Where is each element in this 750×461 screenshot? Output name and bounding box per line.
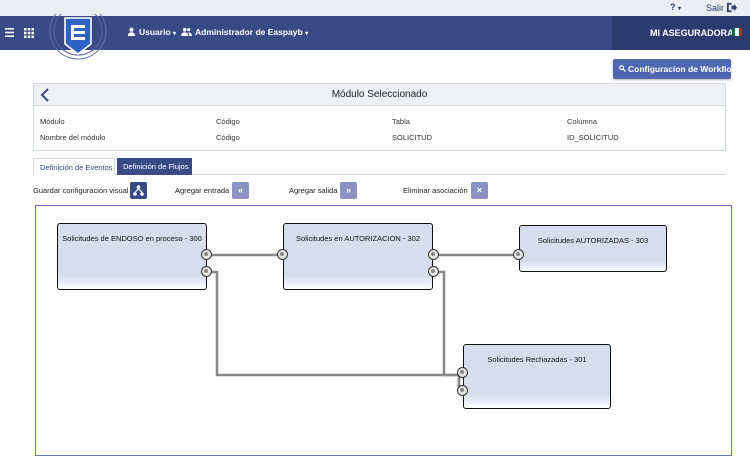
apps-grid-icon[interactable] — [24, 28, 34, 38]
node-title: Solicitudes AUTORIZADAS - 303 — [537, 236, 649, 245]
node-title: Solicitudes de ENDOSO en proceso - 300 — [62, 234, 202, 243]
chevron-down-icon: ▾ — [305, 31, 309, 37]
output-port[interactable] — [201, 249, 212, 260]
module-name-value: Nombre del módulo — [40, 133, 106, 142]
selected-module-card: Módulo Seleccionado Módulo Código Tabla … — [33, 83, 726, 151]
brand-name: MI ASEGURADORA — [650, 28, 734, 38]
save-visual-button[interactable] — [130, 182, 147, 199]
connection-302-301[interactable] — [438, 270, 461, 391]
table-value: SOLICITUD — [392, 133, 433, 142]
input-port[interactable] — [457, 385, 468, 396]
user-menu-label: Usuario — [139, 27, 171, 37]
add-output-label: Agregar salida — [289, 186, 338, 195]
node-title: Solicitudes Rechazadas - 301 — [487, 355, 587, 364]
back-arrow-icon[interactable] — [40, 88, 50, 102]
input-port[interactable] — [457, 367, 468, 378]
chevron-down-icon: ▾ — [678, 6, 682, 12]
tab-bar: Definición de Eventos Definición de Fluj… — [33, 158, 726, 175]
add-input-label: Agregar entrada — [175, 186, 230, 195]
logout-link[interactable]: Salir — [706, 3, 725, 13]
table-header-label: Tabla — [392, 117, 410, 126]
tab-event-definition[interactable]: Definición de Eventos — [33, 158, 115, 175]
top-utility-bar: ? ▾ Salir — [0, 0, 750, 16]
code-header-label: Código — [216, 117, 240, 126]
chevron-down-icon: ▾ — [173, 31, 177, 37]
tab-flow-definition[interactable]: Definición de Flujos — [117, 158, 192, 175]
logout-icon[interactable] — [726, 2, 737, 13]
flow-node-303[interactable]: Solicitudes AUTORIZADAS - 303 — [519, 225, 667, 272]
add-input-button[interactable]: « — [232, 182, 249, 199]
flow-node-301[interactable]: Solicitudes Rechazadas - 301 — [463, 344, 611, 409]
user-menu[interactable]: Usuario ▾ — [127, 27, 176, 37]
brand-area — [612, 16, 750, 50]
user-icon — [127, 27, 136, 36]
help-icon: ? — [670, 2, 676, 12]
app-header: Usuario ▾ Administrador de Easpayb ▾ MI … — [0, 14, 750, 60]
module-title: Módulo Seleccionado — [331, 89, 428, 100]
users-icon — [181, 27, 192, 36]
output-port[interactable] — [428, 249, 439, 260]
add-output-button[interactable]: » — [340, 182, 357, 199]
delete-association-label: Eliminar asociación — [403, 186, 468, 195]
workflow-config-button[interactable]: Configuracion de Workflow — [613, 59, 738, 79]
output-port[interactable] — [201, 266, 212, 277]
delete-association-button[interactable]: × — [471, 182, 488, 199]
connection-lines — [211, 253, 516, 391]
output-port[interactable] — [428, 266, 439, 277]
flow-node-300[interactable]: Solicitudes de ENDOSO en proceso - 300 — [57, 223, 207, 290]
admin-menu-label: Administrador de Easpayb — [195, 27, 303, 37]
workflow-config-label: Configuracion de Workflow — [628, 64, 739, 74]
hamburger-menu-icon[interactable] — [5, 28, 14, 37]
column-value: ID_SOLICITUD — [567, 133, 619, 142]
admin-menu[interactable]: Administrador de Easpayb ▾ — [181, 27, 308, 37]
flow-node-302[interactable]: Solicitudes en AUTORIZACION - 302 — [283, 223, 433, 290]
module-header-label: Módulo — [40, 117, 65, 126]
module-card-header: Módulo Seleccionado — [34, 84, 725, 106]
column-header-label: Columna — [567, 117, 598, 126]
sitemap-icon — [133, 185, 144, 196]
settings-icon — [619, 65, 626, 72]
app-logo — [49, 14, 107, 60]
input-port[interactable] — [513, 249, 524, 260]
mexico-flag-icon[interactable] — [732, 28, 742, 36]
flow-canvas[interactable]: Solicitudes de ENDOSO en proceso - 300 S… — [35, 205, 732, 456]
code-value: Código — [216, 133, 240, 142]
save-visual-label: Guardar configuración visual — [33, 186, 129, 195]
input-port[interactable] — [277, 249, 288, 260]
node-title: Solicitudes en AUTORIZACION - 302 — [295, 234, 421, 243]
help-dropdown-button[interactable]: ? ▾ — [670, 2, 681, 12]
